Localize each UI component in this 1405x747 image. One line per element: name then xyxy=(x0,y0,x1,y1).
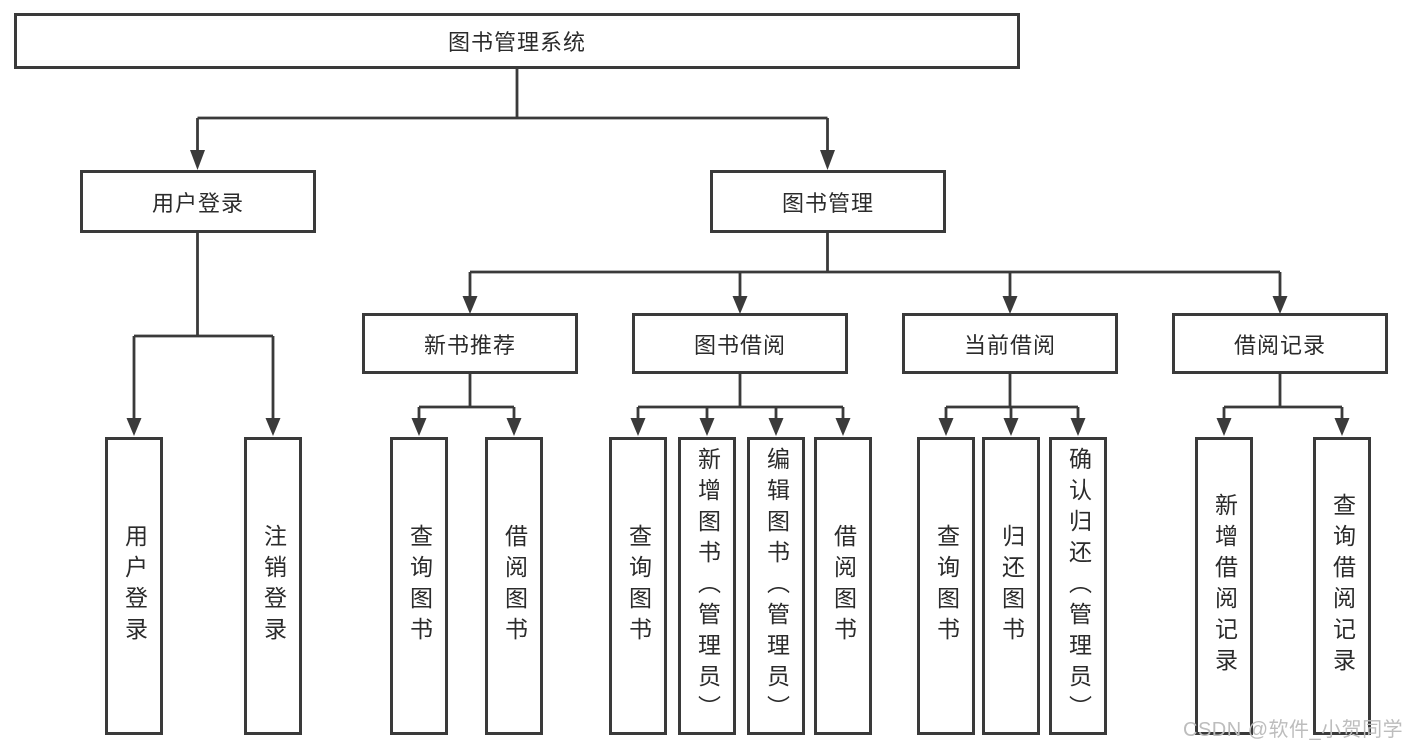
leaf-add-borrow-record: 新增借阅记录 xyxy=(1195,437,1253,735)
leaf-query-borrow-record: 查询借阅记录 xyxy=(1313,437,1371,735)
node-book-borrow: 图书借阅 xyxy=(632,313,848,374)
leaf-return-books: 归还图书 xyxy=(982,437,1040,735)
connector-user-login-children xyxy=(126,233,281,436)
node-current-borrow: 当前借阅 xyxy=(902,313,1118,374)
csdn-watermark: CSDN @软件_小贺同学 xyxy=(1183,719,1404,741)
node-book-management: 图书管理 xyxy=(710,170,946,233)
leaf-query-books-1: 查询图书 xyxy=(390,437,448,735)
node-new-book-recommend: 新书推荐 xyxy=(362,313,578,374)
connector-book-mgmt-to-level3 xyxy=(462,233,1288,314)
leaf-edit-books-admin: 编辑图书（管理员） xyxy=(747,437,805,735)
leaf-query-books-3: 查询图书 xyxy=(917,437,975,735)
leaf-borrow-books-2: 借阅图书 xyxy=(814,437,872,735)
connector-root-to-level2 xyxy=(190,68,835,170)
leaf-logout: 注销登录 xyxy=(244,437,302,735)
leaf-borrow-books-1: 借阅图书 xyxy=(485,437,543,735)
connector-borrow-records-children xyxy=(1216,374,1350,436)
leaf-add-books-admin: 新增图书（管理员） xyxy=(678,437,736,735)
connector-new-books-children xyxy=(411,374,522,436)
leaf-query-books-2: 查询图书 xyxy=(609,437,667,735)
connector-book-borrow-children xyxy=(630,374,851,436)
node-borrow-records: 借阅记录 xyxy=(1172,313,1388,374)
node-root-system: 图书管理系统 xyxy=(14,13,1020,69)
node-user-login: 用户登录 xyxy=(80,170,316,233)
leaf-user-login: 用户登录 xyxy=(105,437,163,735)
leaf-confirm-return-admin: 确认归还（管理员） xyxy=(1049,437,1107,735)
connector-current-borrow-children xyxy=(938,374,1086,436)
